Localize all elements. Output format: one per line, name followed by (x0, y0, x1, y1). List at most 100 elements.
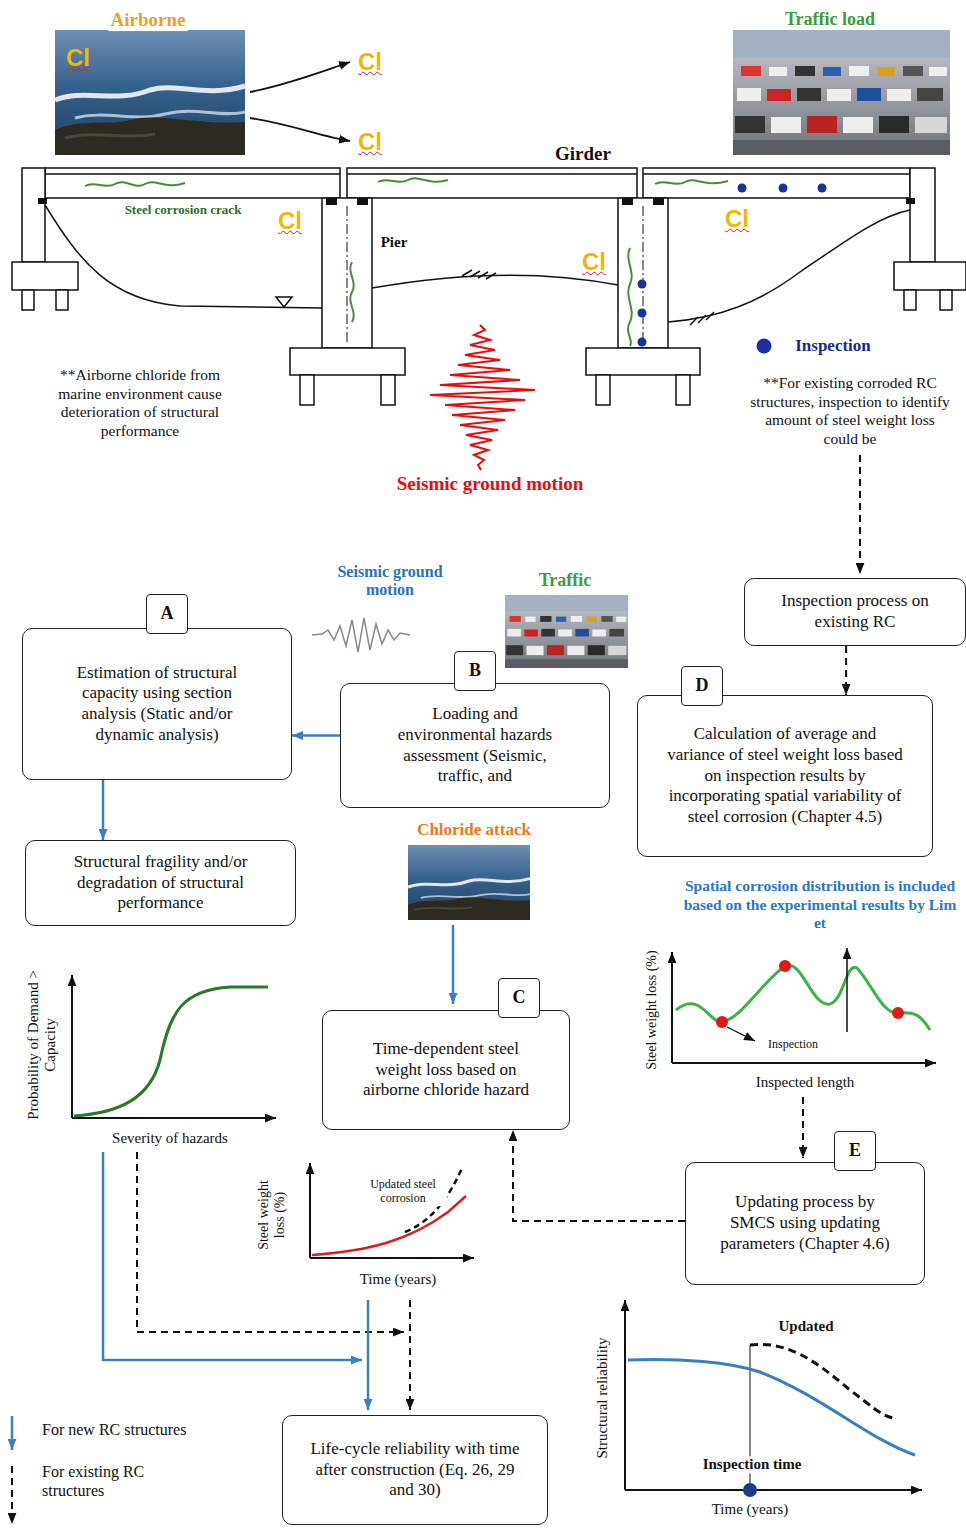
label: Time (years) (710, 1501, 791, 1518)
pile (300, 375, 314, 405)
process-box: EUpdating process by SMCS using updating… (685, 1162, 925, 1285)
bearing (622, 198, 633, 205)
label: Cl (580, 249, 608, 275)
axis (624, 1300, 626, 1490)
inspection-dot (638, 280, 647, 289)
label: Cl (723, 206, 751, 232)
label: Cl (64, 45, 92, 71)
pile (56, 290, 68, 310)
flow-arrow (367, 1300, 370, 1410)
label: Seismic ground motion (395, 473, 586, 495)
pile (676, 375, 690, 405)
dashed-arrow (859, 455, 861, 574)
box-text: Time-dependent steel weight loss based o… (358, 1039, 534, 1101)
ground-line (45, 205, 322, 308)
cracks (85, 178, 728, 346)
fragility-chart (72, 975, 276, 1118)
label: Steel weight loss (%) (644, 948, 660, 1071)
label: Cl (356, 129, 384, 155)
label: Steel weight loss (%) (256, 1172, 288, 1258)
label: Traffic load (783, 9, 877, 30)
crack-line (378, 178, 448, 182)
box-text: Loading and environmental hazards assess… (386, 704, 564, 787)
crack-line (655, 180, 728, 184)
reliability-chart (625, 1300, 922, 1497)
axis (310, 1257, 474, 1259)
abutment (910, 168, 935, 262)
dashed-arrow (409, 1300, 411, 1410)
inspection-point (892, 1007, 904, 1019)
step-letter: D (681, 666, 723, 706)
legend-sample (11, 1416, 14, 1450)
abutment (22, 168, 45, 262)
girder-shape (347, 168, 637, 198)
leader-line (846, 948, 848, 1032)
axis (71, 975, 73, 1118)
process-box: Inspection process on existing RC (744, 578, 966, 646)
inspection-point (779, 960, 791, 972)
pier-shape (322, 198, 372, 348)
leader-line (727, 1027, 755, 1041)
box-text: Estimation of structural capacity using … (53, 663, 261, 746)
label: Time (years) (358, 1271, 439, 1288)
label: Inspection (766, 1038, 820, 1052)
label: Inspected length (754, 1074, 857, 1091)
axis (672, 1062, 936, 1064)
footing (586, 348, 700, 375)
fragility-curve (74, 987, 268, 1116)
label: Airborne (109, 9, 188, 31)
connector (292, 734, 340, 737)
connector (513, 1130, 685, 1221)
axis (72, 1117, 276, 1119)
connector (102, 780, 105, 840)
girder-shape (45, 168, 340, 198)
bearing (357, 198, 368, 205)
label: Updated steel corrosion (359, 1178, 447, 1206)
traffic-photo (505, 595, 628, 668)
label: Steel corrosion crack (123, 203, 244, 218)
sea-photo (55, 30, 245, 155)
step-letter: A (146, 594, 188, 634)
inspection-dot (738, 184, 747, 193)
seismic-trace (430, 325, 535, 470)
legend-sample (11, 1466, 13, 1524)
bearing (326, 198, 337, 205)
box-text: Life-cycle reliability with time after c… (305, 1439, 525, 1501)
girder-shape (643, 168, 910, 198)
label: Updated (776, 1318, 835, 1335)
label: Seismic ground motion (313, 563, 467, 600)
label: Inspection time (701, 1456, 804, 1473)
ground-line (372, 275, 618, 288)
box-text: Structural fragility and/or degradation … (56, 852, 265, 914)
process-box: CTime-dependent steel weight loss based … (322, 1010, 570, 1130)
inspection-dot (818, 184, 827, 193)
crack-line (350, 262, 353, 322)
legend-text: For new RC structures (42, 1420, 242, 1439)
label: Cl (356, 49, 384, 75)
flow-arrow (103, 1152, 362, 1360)
pile (940, 290, 952, 310)
label: Cl (276, 208, 304, 234)
inspection-points (638, 184, 827, 354)
footing (894, 262, 966, 290)
label: Pier (379, 234, 410, 251)
process-box: Life-cycle reliability with time after c… (282, 1415, 548, 1525)
connector (845, 646, 847, 695)
inspection-dot (779, 184, 788, 193)
inspection-dot (757, 339, 772, 354)
center-line (347, 206, 348, 345)
process-box: Structural fragility and/or degradation … (25, 840, 296, 926)
pile (904, 290, 916, 310)
airborne-arrow (250, 118, 350, 141)
girder-line (45, 173, 340, 175)
step-letter: C (498, 978, 540, 1018)
axis (625, 1489, 922, 1491)
spatial-chart (672, 948, 936, 1063)
steel-loss-chart (310, 1163, 474, 1258)
label: Probability of Demand > Capacity (25, 968, 60, 1122)
step-letter: B (454, 651, 496, 691)
axis (309, 1163, 311, 1258)
process-box: BLoading and environmental hazards asses… (340, 683, 610, 808)
inspection-dot (638, 309, 647, 318)
